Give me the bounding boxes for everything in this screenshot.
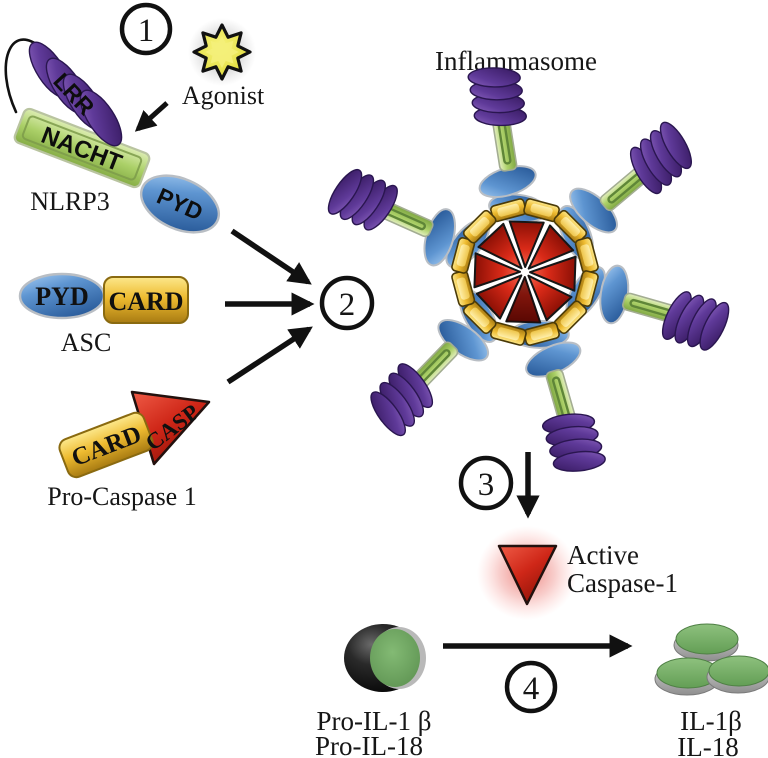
pro-caspase1-label: Pro-Caspase 1 xyxy=(47,482,196,511)
step2-group: 2 xyxy=(225,228,375,385)
step3-group: 3 Active Caspase-1 xyxy=(458,452,678,620)
nlrp3-label: NLRP3 xyxy=(30,187,109,216)
agonist-label: Agonist xyxy=(182,81,265,110)
il-label-line2: IL-18 xyxy=(677,732,738,758)
agonist-icon xyxy=(188,18,256,86)
step2-circle xyxy=(319,275,375,331)
step1-circle xyxy=(119,2,173,56)
active-caspase1-triangle xyxy=(497,544,558,606)
step3-circle xyxy=(458,455,514,511)
step4-circle xyxy=(504,660,558,714)
inflammasome-complex xyxy=(317,57,739,486)
nlrp3-linker-curve xyxy=(4,38,42,114)
pro-interleukin-sphere xyxy=(344,624,426,692)
caspase-pinwheel xyxy=(473,220,577,324)
il-label-line1: IL-1β xyxy=(680,706,742,736)
agonist-arrow xyxy=(134,101,169,132)
asc-label: ASC xyxy=(61,328,112,357)
pro-il-label-line2: Pro-IL-18 xyxy=(315,731,423,758)
interleukin-disc xyxy=(673,623,739,662)
step4-number: 4 xyxy=(523,671,540,707)
step2-number: 2 xyxy=(339,287,356,323)
step1-group: 1 Agonist NACHT LRR PYD NLRP3 xyxy=(4,2,265,234)
procaspase-to-step2-arrow xyxy=(226,326,313,385)
asc-card-label: CARD xyxy=(108,287,183,316)
nlrp3-lrr-domain: LRR xyxy=(28,41,123,147)
asc-pyd-label: PYD xyxy=(35,282,88,311)
pro-caspase1-group: CARD CASP Pro-Caspase 1 xyxy=(47,390,211,511)
nlrp3-to-step2-arrow xyxy=(230,228,312,285)
pro-il-label-line1: Pro-IL-1 β xyxy=(317,706,432,736)
step3-number: 3 xyxy=(478,467,495,503)
interleukin-disc xyxy=(706,655,768,694)
active-caspase1-label-line1: Active xyxy=(567,540,639,570)
active-caspase1-label-line2: Caspase-1 xyxy=(567,568,678,598)
step1-number: 1 xyxy=(138,13,155,49)
step4-group: 4 Pro-IL-1 β Pro-IL-18 IL-1β IL-18 xyxy=(315,623,768,758)
pro-caspase1-card-rect: CARD xyxy=(58,411,154,479)
nlrp3-pyd-domain: PYD xyxy=(139,174,221,234)
nlrp3-nacht-domain: NACHT xyxy=(13,107,151,189)
interleukin-discs xyxy=(654,623,768,696)
inflammasome-arm xyxy=(317,153,501,287)
interleukin-disc xyxy=(654,657,720,696)
asc-group: PYD CARD ASC xyxy=(18,272,189,357)
asc-card-rect xyxy=(103,276,189,324)
inflammasome-title: Inflammasome xyxy=(435,46,597,76)
